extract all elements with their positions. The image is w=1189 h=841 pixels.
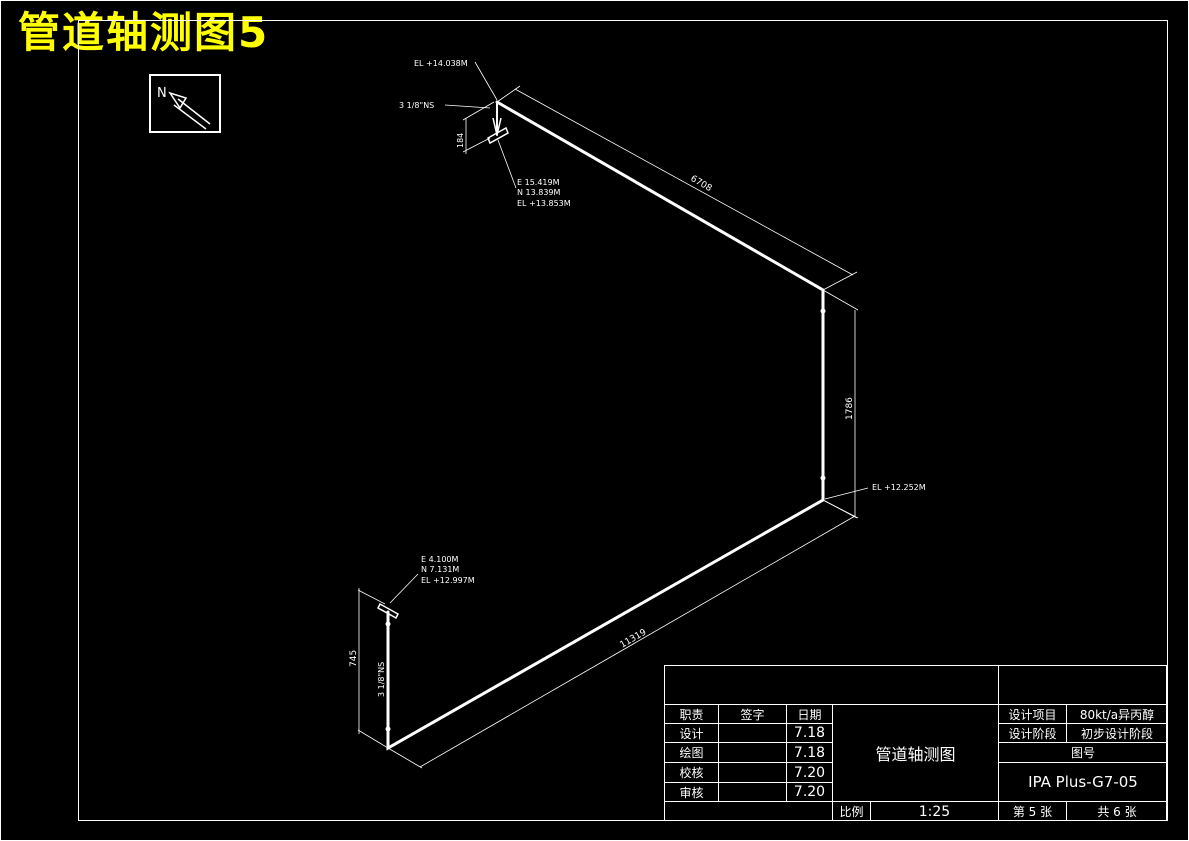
tb-stage-value: 初步设计阶段 [1080,726,1153,741]
tb-total-label: 共 6 张 [1097,805,1137,819]
tb-role-draw: 绘图 [679,746,704,760]
tb-drawing-no-label: 图号 [1070,746,1095,760]
dim-11319 [387,499,858,769]
tb-header-date: 日期 [797,707,822,722]
tb-sheet-label: 第 5 张 [1012,805,1053,819]
page-title: 管道轴测图5 [18,8,270,57]
tb-stage-label: 设计阶段 [1008,726,1057,741]
tb-project-value: 80kt/a异丙醇 [1079,707,1155,722]
bottom-coord-el: EL +12.997M [421,576,475,585]
tb-role-review: 审核 [679,785,704,800]
tb-header-role: 职责 [679,707,704,722]
left-pipe-size-label: 3 1/8"NS [377,662,386,697]
bottom-coord-n: N 7.131M [421,565,459,574]
bottom-coord-e: E 4.100M [421,555,459,564]
tb-scale-label: 比例 [839,805,864,819]
leader-lines [389,61,869,604]
title-block-grid [664,665,1167,821]
tb-drawing-name: 管道轴测图 [875,745,956,764]
pipe-route [386,100,825,751]
north-arrow-icon [149,74,221,133]
tb-date-design: 7.18 [793,725,826,741]
tb-date-check: 7.20 [793,764,826,781]
top-coord-n: N 13.839M [517,188,561,197]
dim-745 [357,588,389,749]
tb-header-sign: 签字 [740,707,765,722]
dim-1786-label: 1786 [845,397,855,420]
top-coord-el: EL +13.853M [517,199,571,208]
dim-11319-label: 11319 [619,627,649,650]
pipe-joints [385,308,826,732]
tb-drawing-no-value: IPA Plus-G7-05 [1028,773,1138,791]
tb-project-label: 设计项目 [1008,707,1057,722]
tb-role-check: 校核 [679,766,704,780]
dim-745-label: 745 [349,650,359,667]
top-pipe-size-label: 3 1/8"NS [399,101,434,110]
dim-184-label: 184 [456,133,465,148]
pipe-end-symbols [377,117,509,620]
right-elevation-label: EL +12.252M [872,483,926,492]
dim-6708 [496,85,858,291]
tb-role-design: 设计 [679,726,704,741]
frame-border [78,20,1168,821]
top-elevation-label: EL +14.038M [414,59,468,68]
tb-date-draw: 7.18 [793,744,826,761]
dim-184 [462,101,495,154]
tb-date-review: 7.20 [793,784,826,800]
tb-scale-value: 1:25 [918,803,951,820]
top-coord-e: E 15.419M [517,178,560,187]
north-label: N [157,86,167,101]
